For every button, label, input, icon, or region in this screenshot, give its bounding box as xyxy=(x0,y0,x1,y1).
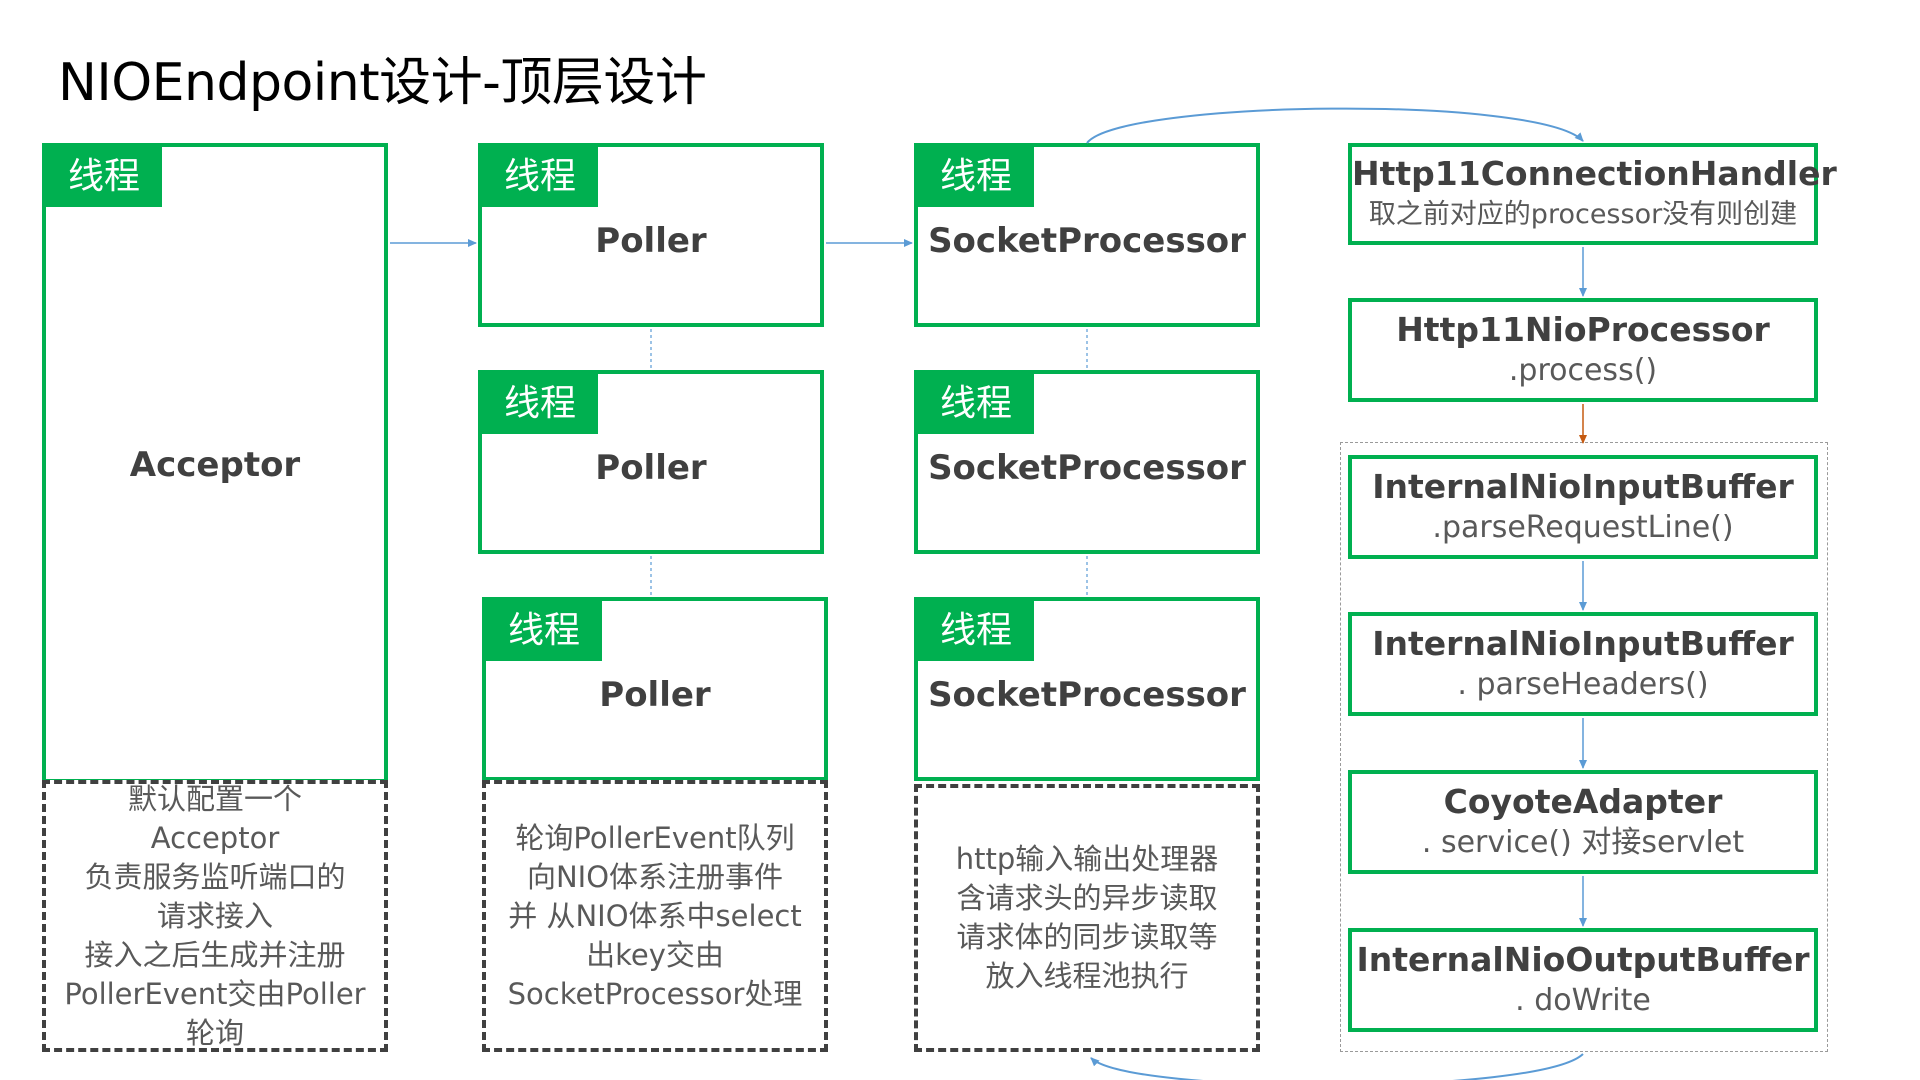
socket-processor-label: SocketProcessor xyxy=(928,675,1246,715)
pipeline-title: InternalNioInputBuffer xyxy=(1372,624,1794,663)
pipeline-title: InternalNioInputBuffer xyxy=(1372,467,1794,506)
note-line: 出key交由 xyxy=(586,937,724,972)
thread-tag: 线程 xyxy=(486,601,602,661)
note-line: 负责服务监听端口的 xyxy=(84,859,346,894)
thread-tag: 线程 xyxy=(918,601,1034,661)
acceptor-label: Acceptor xyxy=(129,445,301,485)
pipeline-title: Http11ConnectionHandler xyxy=(1352,154,1837,193)
thread-tag: 线程 xyxy=(918,374,1034,434)
poller-label: Poller xyxy=(599,675,711,715)
socket-processor-thread-box: 线程 SocketProcessor xyxy=(914,370,1260,554)
note-line: 轮询PollerEvent队列 xyxy=(515,820,795,855)
acceptor-thread-box: 线程 Acceptor xyxy=(42,143,388,783)
pipeline-box-output-buffer: InternalNioOutputBuffer . doWrite xyxy=(1348,928,1818,1032)
pipeline-subtitle: 取之前对应的processor没有则创建 xyxy=(1368,199,1798,230)
page-title: NIOEndpoint设计-顶层设计 xyxy=(58,53,707,113)
note-line: 请求接入 xyxy=(156,898,273,933)
socket-processor-label: SocketProcessor xyxy=(928,221,1246,261)
note-line: SocketProcessor处理 xyxy=(507,976,803,1011)
pipeline-title: InternalNioOutputBuffer xyxy=(1356,940,1810,979)
note-line: 向NIO体系注册事件 xyxy=(526,859,784,894)
pipeline-subtitle: .parseRequestLine() xyxy=(1432,510,1734,545)
pipeline-title: Http11NioProcessor xyxy=(1396,310,1770,349)
pipeline-box-parse-headers: InternalNioInputBuffer . parseHeaders() xyxy=(1348,612,1818,716)
note-line: 默认配置一个 xyxy=(127,781,302,816)
pipeline-subtitle: . doWrite xyxy=(1515,983,1651,1018)
note-line: 请求体的同步读取等 xyxy=(956,920,1218,954)
socket-processor-note: http输入输出处理器 含请求头的异步读取 请求体的同步读取等 放入线程池执行 xyxy=(914,784,1260,1052)
arrow-output-buffer-back-to-socket-processor xyxy=(1090,1053,1584,1080)
poller-thread-box: 线程 Poller xyxy=(482,597,828,781)
socket-processor-thread-box: 线程 SocketProcessor xyxy=(914,143,1260,327)
poller-thread-box: 线程 Poller xyxy=(478,143,824,327)
pipeline-box-parse-request-line: InternalNioInputBuffer .parseRequestLine… xyxy=(1348,455,1818,559)
thread-tag: 线程 xyxy=(46,147,162,207)
note-line: 放入线程池执行 xyxy=(985,959,1189,993)
pipeline-box-connection-handler: Http11ConnectionHandler 取之前对应的processor没… xyxy=(1348,143,1837,245)
note-line: 轮询 xyxy=(185,1015,244,1050)
poller-label: Poller xyxy=(595,221,707,261)
note-line: PollerEvent交由Poller xyxy=(64,976,366,1011)
pipeline-title: CoyoteAdapter xyxy=(1443,782,1723,821)
socket-processor-label: SocketProcessor xyxy=(928,448,1246,488)
note-line: 含请求头的异步读取 xyxy=(956,881,1218,915)
poller-thread-box: 线程 Poller xyxy=(478,370,824,554)
arrow-socket-processor-to-handler xyxy=(1086,107,1584,144)
pipeline-subtitle: . service() 对接servlet xyxy=(1421,825,1745,860)
pipeline-box-coyote-adapter: CoyoteAdapter . service() 对接servlet xyxy=(1348,770,1818,874)
pipeline-box-nio-processor: Http11NioProcessor .process() xyxy=(1348,298,1818,402)
note-line: 并 从NIO体系中select xyxy=(508,898,802,933)
pipeline-subtitle: . parseHeaders() xyxy=(1457,667,1709,702)
note-line: http输入输出处理器 xyxy=(955,842,1219,876)
poller-label: Poller xyxy=(595,448,707,488)
note-line: Acceptor xyxy=(150,820,280,855)
socket-processor-thread-box: 线程 SocketProcessor xyxy=(914,597,1260,781)
thread-tag: 线程 xyxy=(918,147,1034,207)
poller-note: 轮询PollerEvent队列 向NIO体系注册事件 并 从NIO体系中sele… xyxy=(482,780,828,1052)
acceptor-note: 默认配置一个 Acceptor 负责服务监听端口的 请求接入 接入之后生成并注册… xyxy=(42,780,388,1052)
thread-tag: 线程 xyxy=(482,147,598,207)
note-line: 接入之后生成并注册 xyxy=(84,937,346,972)
thread-tag: 线程 xyxy=(482,374,598,434)
pipeline-subtitle: .process() xyxy=(1508,353,1658,388)
